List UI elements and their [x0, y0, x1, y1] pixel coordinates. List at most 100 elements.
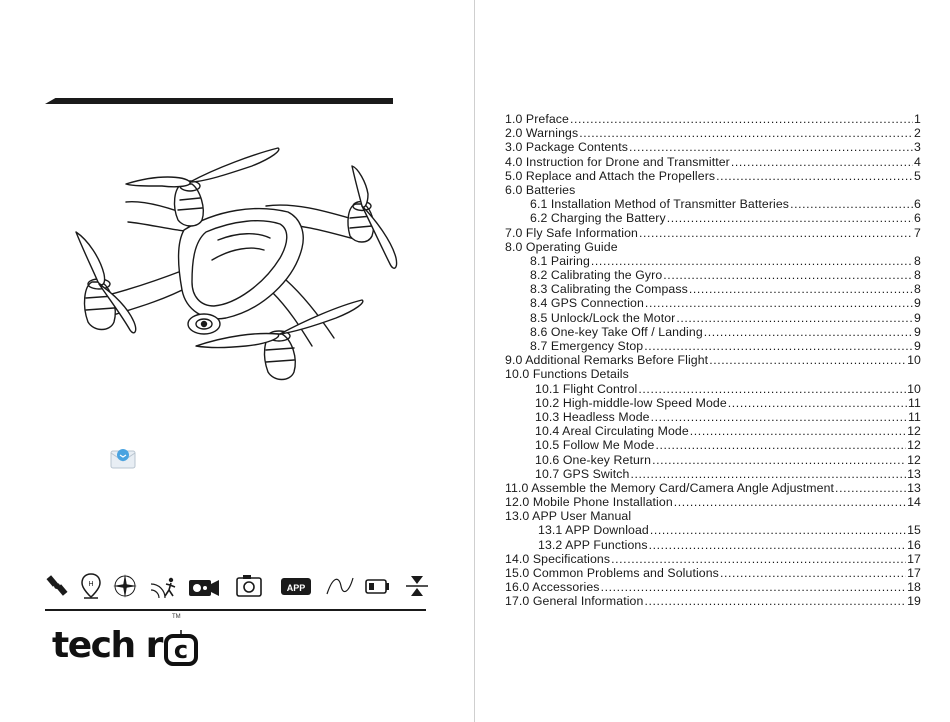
- camera-icon: [189, 580, 219, 596]
- toc-entry: 13.0 APP User Manual: [505, 509, 921, 523]
- title-bar: [45, 98, 393, 104]
- toc-entry-title: 8.0 Operating Guide: [505, 239, 618, 254]
- app-icon: APP: [281, 578, 311, 595]
- toc-entry-page: 4: [914, 154, 921, 169]
- toc-entry-title: 10.6 One-key Return: [535, 452, 652, 467]
- toc-entry: 6.1 Installation Method of Transmitter B…: [505, 197, 921, 211]
- app-icon-label: APP: [287, 583, 306, 593]
- toc-entry-title: 9.0 Additional Remarks Before Flight: [505, 353, 709, 368]
- toc-dot-leader: [579, 126, 913, 140]
- toc-entry-page: 19: [907, 594, 921, 609]
- toc-entry: 10.6 One-key Return 12: [505, 453, 921, 467]
- compass-icon: [113, 574, 137, 598]
- toc-dot-leader: [720, 566, 906, 580]
- toc-dot-leader: [638, 382, 906, 396]
- toc-dot-leader: [655, 438, 906, 452]
- follow-me-icon: [150, 577, 176, 599]
- toc-entry: 16.0 Accessories18: [505, 580, 921, 594]
- toc-entry-page: 9: [914, 339, 921, 353]
- toc-entry-title: 6.1 Installation Method of Transmitter B…: [530, 197, 790, 212]
- battery-icon: [365, 579, 389, 594]
- toc-entry-page: 7: [914, 225, 921, 240]
- toc-dot-leader: [728, 396, 907, 410]
- brand-name: tech r: [52, 625, 163, 666]
- toc-entry-title: 7.0 Fly Safe Information: [505, 225, 638, 240]
- toc-entry-page: 14: [907, 495, 921, 510]
- toc-dot-leader: [649, 538, 907, 552]
- toc-entry-title: 10.5 Follow Me Mode: [535, 438, 655, 453]
- toc-entry-title: 8.2 Calibrating the Gyro: [530, 268, 663, 283]
- toc-entry-page: 6: [914, 211, 921, 226]
- toc-entry-title: 8.3 Calibrating the Compass: [530, 282, 688, 297]
- toc-entry: 7.0 Fly Safe Information 7: [505, 226, 921, 240]
- toc-entry-title: 12.0 Mobile Phone Installation: [505, 495, 673, 510]
- toc-dot-leader: [716, 169, 913, 183]
- svg-text:H: H: [88, 581, 93, 588]
- toc-dot-leader: [663, 268, 913, 282]
- toc-entry-page: 2: [914, 126, 921, 141]
- toc-entry: 3.0 Package Contents3: [505, 140, 921, 154]
- toc-entry: 10.2 High-middle-low Speed Mode11: [505, 396, 921, 410]
- toc-entry: 15.0 Common Problems and Solutions17: [505, 566, 921, 580]
- toc-entry: 5.0 Replace and Attach the Propellers5: [505, 169, 921, 183]
- toc-entry: 8.3 Calibrating the Compass8: [505, 282, 921, 296]
- toc-entry-page: 15: [907, 523, 921, 538]
- toc-dot-leader: [690, 424, 906, 438]
- toc-dot-leader: [667, 211, 913, 225]
- toc-entry: 12.0 Mobile Phone Installation 14: [505, 495, 921, 509]
- cover-page: H APP: [0, 0, 474, 722]
- toc-entry-title: 6.0 Batteries: [505, 182, 576, 197]
- toc-entry-title: 4.0 Instruction for Drone and Transmitte…: [505, 154, 730, 169]
- toc-entry-page: 9: [914, 324, 921, 339]
- toc-entry-title: 10.3 Headless Mode: [535, 409, 650, 424]
- toc-entry: 8.2 Calibrating the Gyro8: [505, 268, 921, 282]
- toc-entry: 8.1 Pairing8: [505, 254, 921, 268]
- toc-entry-page: 17: [907, 551, 921, 566]
- toc-entry-page: 3: [914, 140, 921, 155]
- toc-entry-page: 12: [907, 452, 921, 467]
- toc-entry-title: 10.0 Functions Details: [505, 367, 629, 382]
- toc-entry: 14.0 Specifications 17: [505, 552, 921, 566]
- flight-path-icon: [326, 577, 354, 595]
- toc-dot-leader: [601, 580, 907, 594]
- toc-entry-title: 14.0 Specifications: [505, 551, 611, 566]
- toc-entry-page: 9: [914, 310, 921, 325]
- toc-entry-title: 10.7 GPS Switch: [535, 466, 630, 481]
- drone-illustration: [75, 147, 398, 381]
- toc-entry: 6.0 Batteries: [505, 183, 921, 197]
- toc-entry-title: 10.2 High-middle-low Speed Mode: [535, 395, 727, 410]
- toc-entry-page: 18: [907, 580, 921, 595]
- contents-page: 1.0 Preface12.0 Warnings23.0 Package Con…: [475, 0, 950, 722]
- toc-dot-leader: [651, 410, 907, 424]
- toc-entry-title: 8.5 Unlock/Lock the Motor: [530, 310, 676, 325]
- toc-dot-leader: [689, 282, 913, 296]
- cover-rule: [45, 609, 426, 611]
- altitude-hold-icon: [406, 576, 428, 596]
- toc-dot-leader: [639, 226, 913, 240]
- toc-dot-leader: [835, 481, 906, 495]
- toc-dot-leader: [591, 254, 913, 268]
- feature-icon-row: H APP: [45, 572, 435, 602]
- toc-entry-title: 10.1 Flight Control: [535, 381, 638, 396]
- toc-entry-title: 17.0 General Information: [505, 594, 644, 609]
- toc-dot-leader: [709, 353, 906, 367]
- toc-entry: 1.0 Preface1: [505, 112, 921, 126]
- toc-entry-title: 8.4 GPS Connection: [530, 296, 644, 311]
- brand-mark-letter: c: [174, 636, 188, 664]
- toc-entry: 10.5 Follow Me Mode12: [505, 438, 921, 452]
- toc-dot-leader: [650, 523, 906, 537]
- gps-pin-icon: H: [81, 573, 101, 599]
- toc-entry: 2.0 Warnings2: [505, 126, 921, 140]
- brand-mark-icon: c: [163, 630, 198, 666]
- toc-entry-title: 6.2 Charging the Battery: [530, 211, 666, 226]
- toc-entry: 10.0 Functions Details: [505, 367, 921, 381]
- toc-dot-leader: [629, 140, 913, 154]
- toc-entry-title: 8.7 Emergency Stop: [530, 339, 644, 353]
- trademark-symbol: TM: [172, 614, 181, 620]
- toc-entry-title: 8.6 One-key Take Off / Landing: [530, 324, 703, 339]
- toc-dot-leader: [570, 112, 913, 126]
- toc-entry: 8.6 One-key Take Off / Landing 9: [505, 325, 921, 339]
- toc-entry: 17.0 General Information 19: [505, 594, 921, 608]
- toc-dot-leader: [790, 197, 913, 211]
- toc-entry-title: 13.1 APP Download: [538, 523, 649, 538]
